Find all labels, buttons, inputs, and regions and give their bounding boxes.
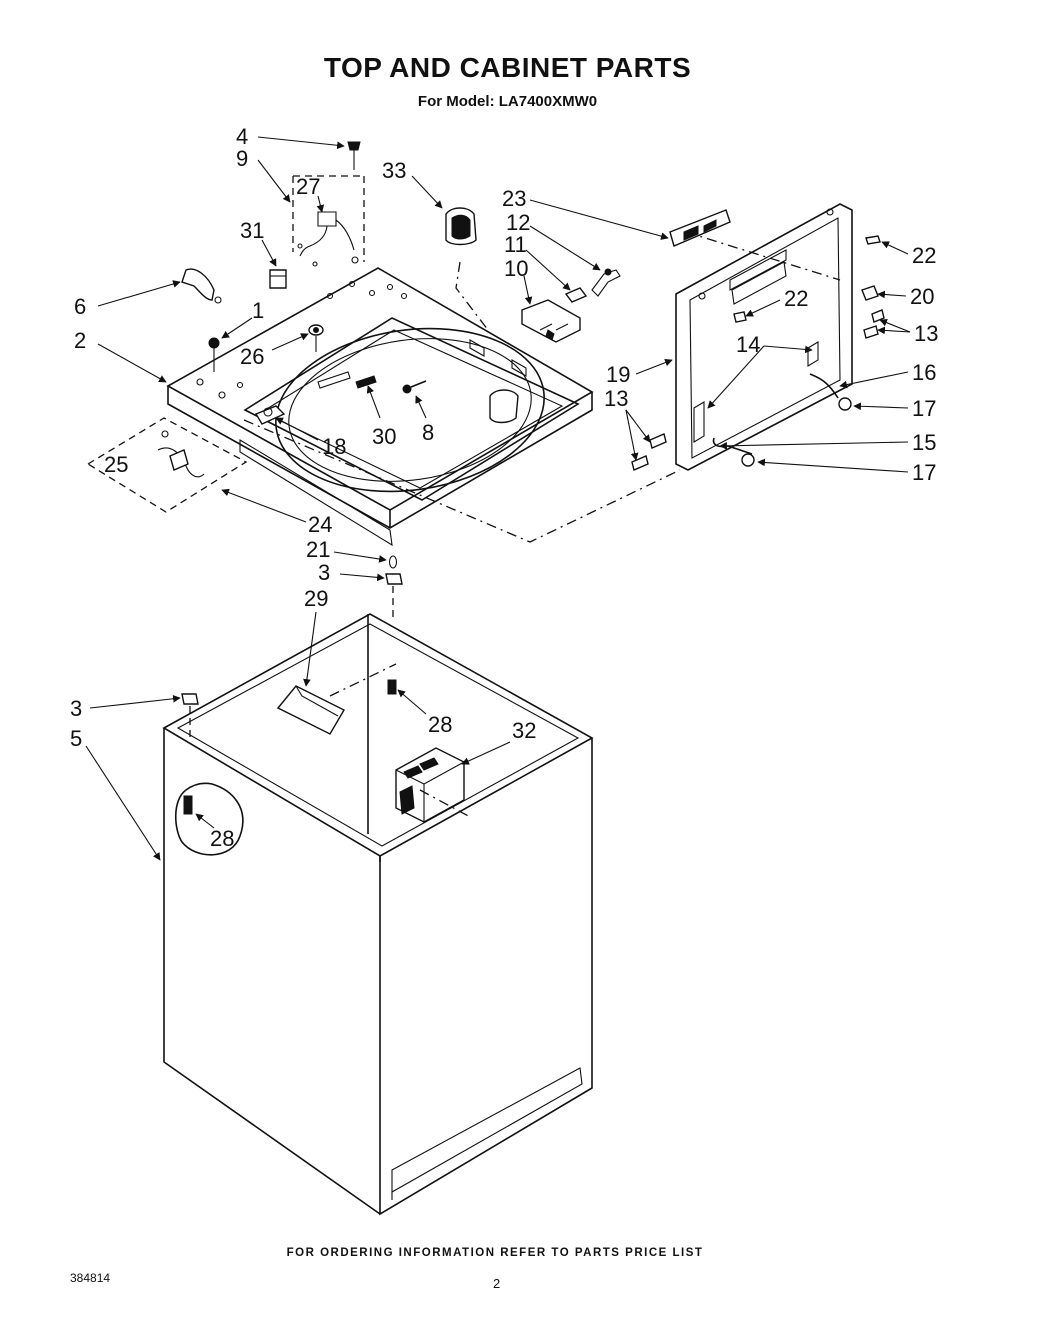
part-26-bumper [308,324,324,352]
callout-3-upper: 3 [318,560,330,585]
callout-13-left: 13 [604,386,628,411]
part-22-bumper-lower [733,311,747,323]
callout-26: 26 [240,344,264,369]
callout-22-upper: 22 [912,243,936,268]
page-number: 2 [493,1276,501,1291]
part-20-clip [861,285,879,301]
diagram-title: TOP AND CABINET PARTS [323,52,692,83]
callout-28-upper: 28 [428,712,452,737]
part-21-clip [388,555,398,569]
part-30-spring [317,371,377,389]
leader-lines [85,136,911,861]
callout-10: 10 [504,256,528,281]
callout-9: 9 [236,146,248,171]
part-17-cap-upper [838,397,852,411]
part-5-cabinet [162,613,594,1216]
callout-19: 19 [606,362,630,387]
callout-12: 12 [506,210,530,235]
model-subtitle: For Model: LA7400XMW0 [417,93,598,110]
part-9-harness-group [292,175,365,267]
callout-21: 21 [306,537,330,562]
part-22-bumper-upper [865,235,881,245]
part-24-bracket-box [86,417,248,513]
callout-17-upper: 17 [912,396,936,421]
callout-25: 25 [104,452,128,477]
part-10-bracket [521,299,581,343]
callout-30: 30 [372,424,396,449]
callout-3-lower: 3 [70,696,82,721]
callout-32: 32 [512,718,536,743]
callout-29: 29 [304,586,328,611]
callout-14: 14 [736,332,760,357]
part-32-guide-line [419,789,473,819]
part-8-screw [402,380,427,394]
callout-2: 2 [74,328,86,353]
part-28-screw-lower [183,795,193,815]
callout-28-lower: 28 [210,826,234,851]
part-29-guide-line [329,663,397,697]
part-12-actuator [591,268,621,297]
callout-labels: 4 9 27 33 23 12 31 11 10 22 20 22 6 1 2 … [70,124,938,851]
part-3-clip-upper [385,573,403,620]
part-6-switch [181,268,222,304]
part-1-grommet [208,337,220,372]
callout-27: 27 [296,174,320,199]
document-number: 384814 [70,1271,111,1285]
part-13-screws-right [863,309,885,339]
callout-23: 23 [502,186,526,211]
callout-18: 18 [322,434,346,459]
callout-4: 4 [236,124,248,149]
part-31-clip [269,269,287,289]
part-19-lid [675,203,853,471]
part-17-cap-lower [741,453,755,467]
part-33-dispenser [445,207,477,246]
callout-15: 15 [912,430,936,455]
callout-33: 33 [382,158,406,183]
part-28-screw-upper [387,679,397,695]
part-29-panel [276,685,345,735]
callout-6: 6 [74,294,86,319]
part-18-hinge [254,405,286,425]
callout-13-right: 13 [914,321,938,346]
callout-31: 31 [240,218,264,243]
callout-16: 16 [912,360,936,385]
part-4-screw [347,141,361,170]
callout-8: 8 [422,420,434,445]
part-32-control-box [395,747,465,823]
washer-top-panel [166,267,594,547]
callout-1: 1 [252,298,264,323]
callout-22-lower: 22 [784,286,808,311]
part-13-screws-left [631,433,667,471]
part-11-switch [564,287,588,303]
part-3-clip-lower [181,693,199,740]
ordering-note: FOR ORDERING INFORMATION REFER TO PARTS … [286,1247,704,1259]
callout-24: 24 [308,512,332,537]
part-33-installed [489,389,519,424]
callout-17-lower: 17 [912,460,936,485]
callout-5: 5 [70,726,82,751]
callout-11: 11 [504,232,527,257]
part-23-panel [669,209,731,247]
callout-20: 20 [910,284,934,309]
